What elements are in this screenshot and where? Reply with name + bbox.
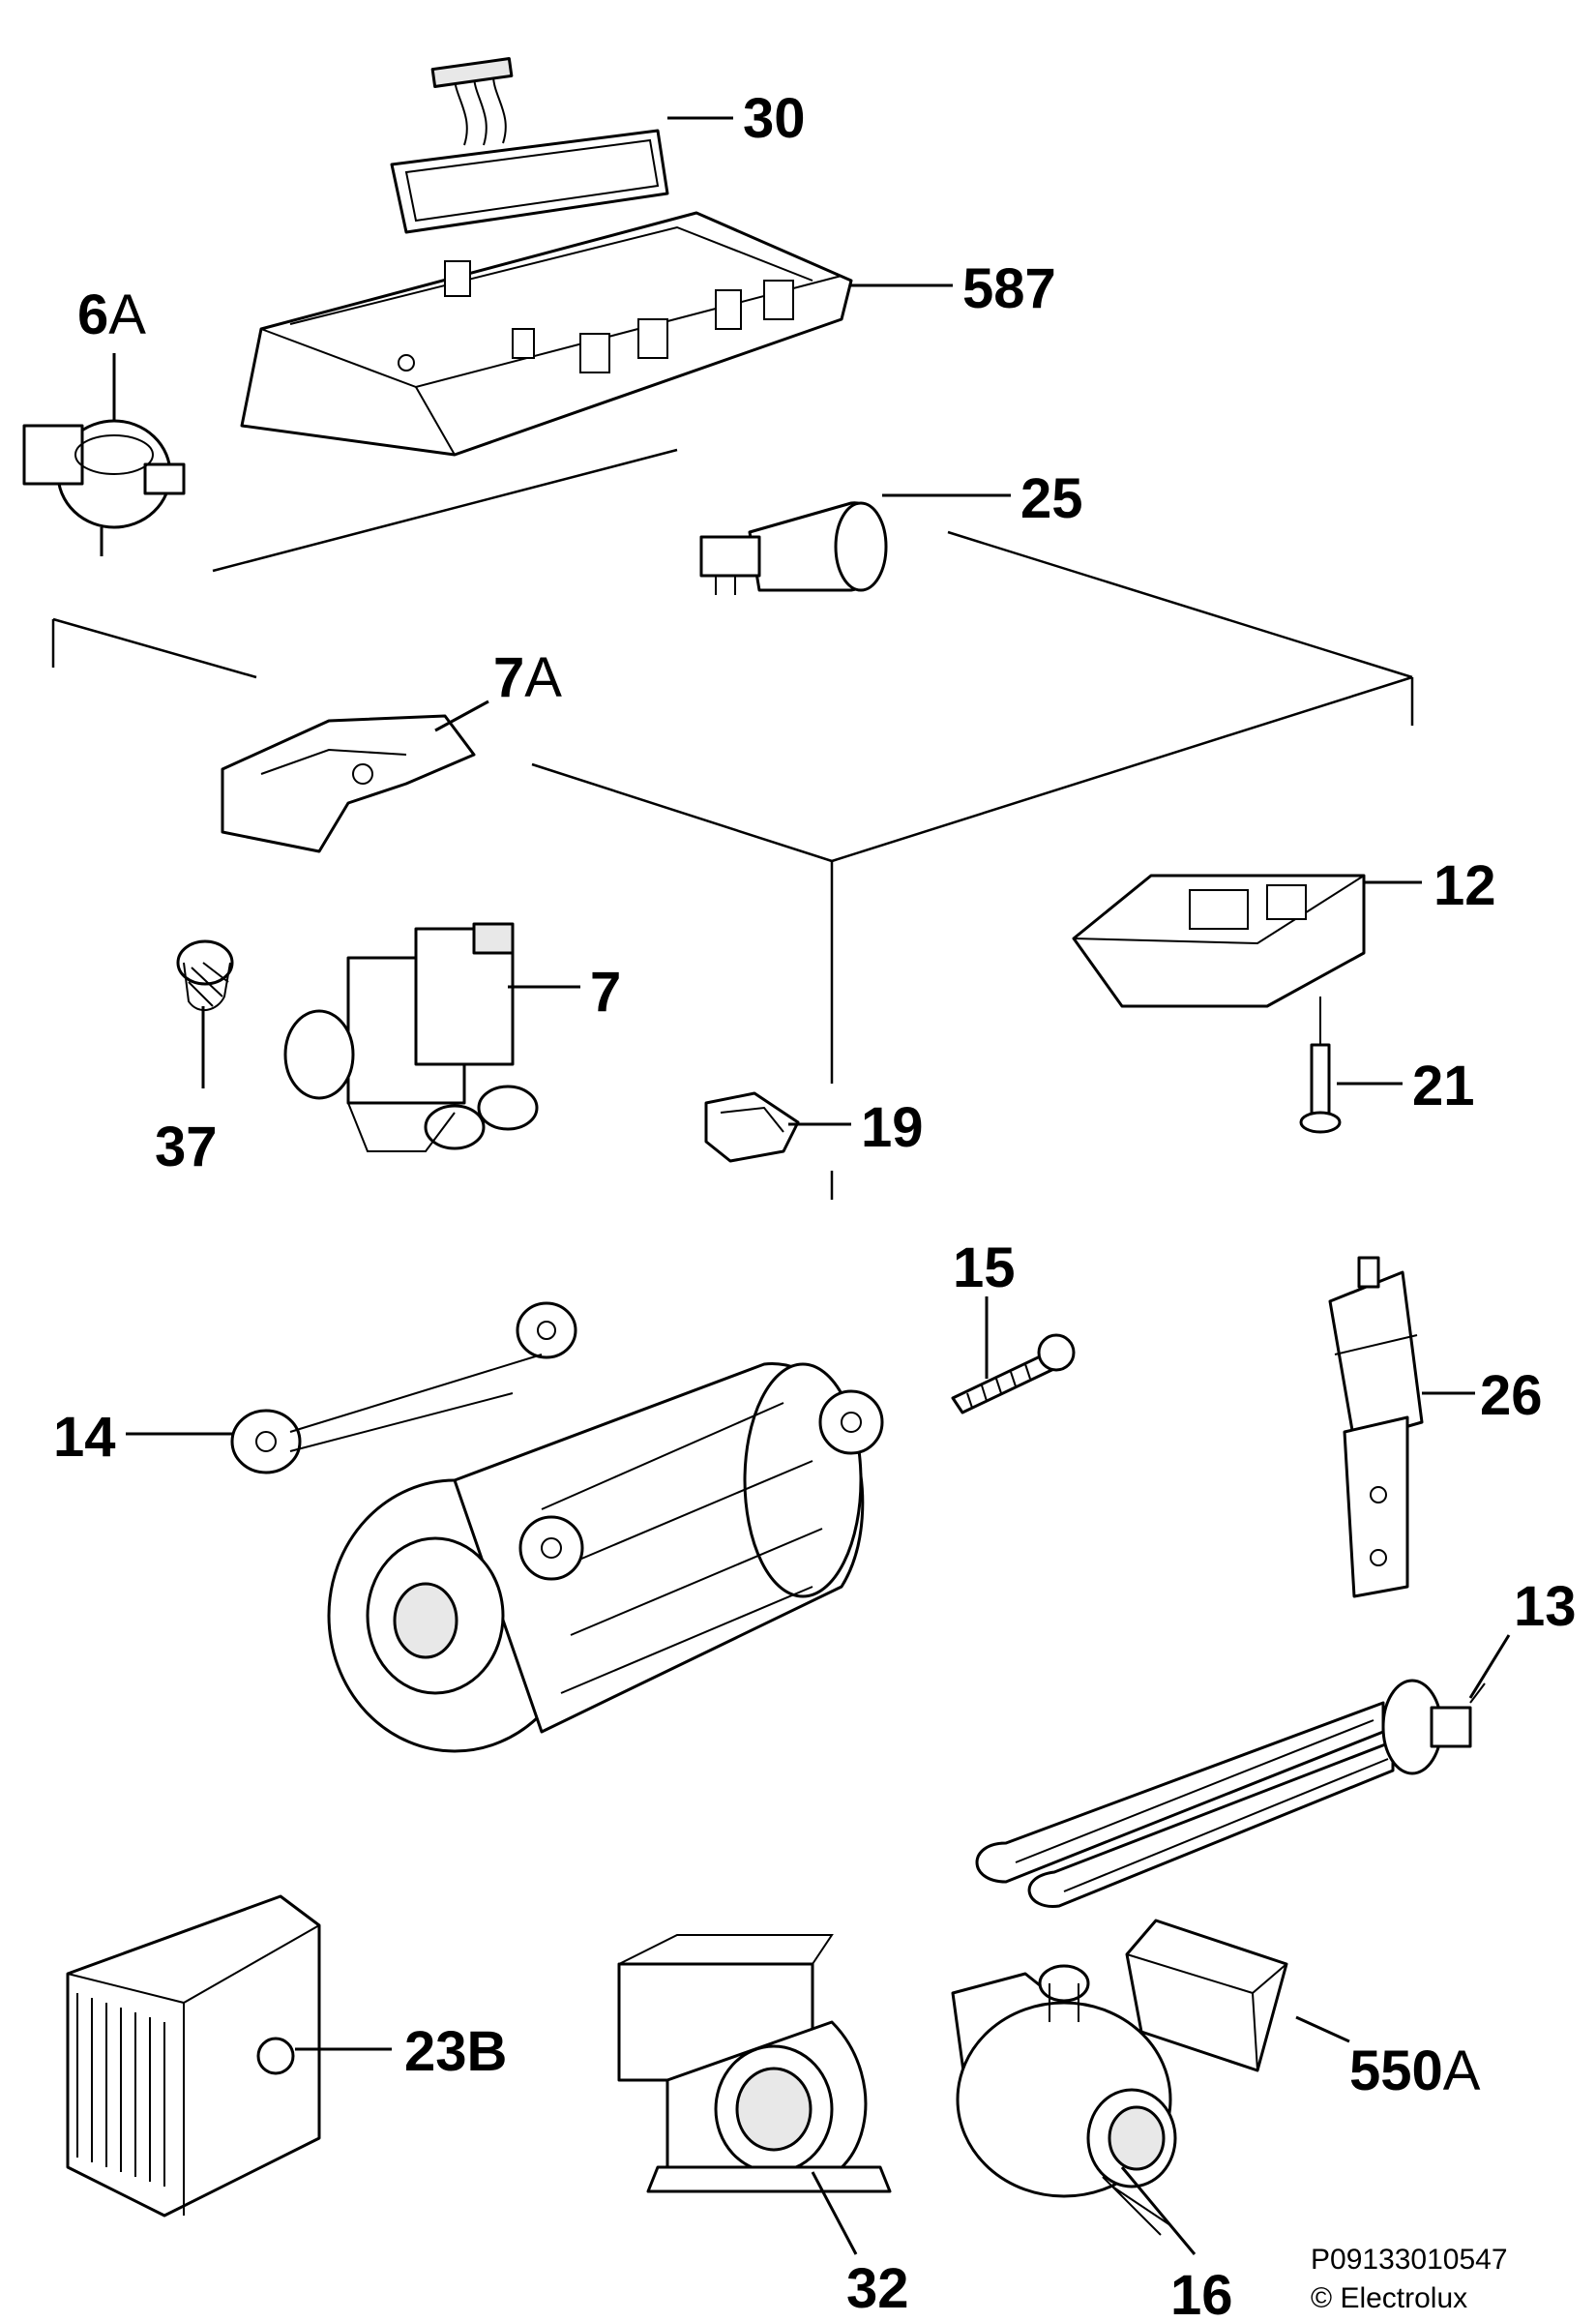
label-32: 32 — [846, 2257, 909, 2320]
part-13-heater — [975, 1634, 1511, 1908]
label-25: 25 — [1020, 467, 1083, 530]
part-30-display-board — [390, 57, 733, 234]
label-587: 587 — [962, 257, 1056, 320]
part-550a-cover — [1125, 1919, 1350, 2072]
label-14: 14 — [53, 1406, 116, 1469]
part-6a-pressure-switch — [22, 353, 186, 556]
label-550a-number: 550 — [1349, 2039, 1443, 2102]
part-21-screw — [1299, 997, 1403, 1134]
part-37-filter — [176, 939, 234, 1088]
label-6a: 6A — [77, 283, 146, 346]
part-7-inlet-valve — [283, 922, 580, 1152]
label-7a-suffix: A — [524, 646, 562, 709]
part-587-electronic-module — [240, 211, 953, 457]
part-14-motor — [126, 1301, 884, 1753]
label-7a: 7A — [493, 646, 562, 709]
part-15-screw — [951, 1296, 1076, 1414]
label-12: 12 — [1433, 854, 1496, 917]
label-15: 15 — [953, 1236, 1016, 1299]
part-16-drain-pump — [951, 1964, 1197, 2255]
label-6a-suffix: A — [108, 283, 146, 346]
label-16: 16 — [1170, 2264, 1233, 2322]
part-7a-bracket — [221, 700, 489, 853]
label-19: 19 — [861, 1096, 924, 1159]
cabinet-outline — [51, 448, 1414, 1200]
label-23b: 23B — [404, 2020, 507, 2083]
label-21: 21 — [1412, 1055, 1475, 1117]
part-23b-control-unit — [66, 1894, 392, 2218]
label-550a: 550A — [1349, 2039, 1481, 2102]
label-37: 37 — [155, 1116, 218, 1178]
part-19-connector — [704, 1091, 851, 1163]
part-12-door-lock — [1072, 874, 1422, 1008]
label-30: 30 — [743, 87, 806, 150]
diagram-code: P09133010547 — [1311, 2244, 1508, 2276]
copyright: © Electrolux — [1311, 2282, 1467, 2314]
part-25-suppressor — [699, 493, 1011, 595]
label-6a-number: 6 — [77, 283, 108, 346]
label-26: 26 — [1480, 1364, 1543, 1427]
part-26-bracket — [1328, 1256, 1475, 1598]
part-32-pump-housing — [617, 1934, 892, 2255]
label-13: 13 — [1514, 1575, 1577, 1638]
label-7: 7 — [590, 961, 621, 1024]
label-550a-suffix: A — [1443, 2039, 1481, 2102]
label-7a-number: 7 — [493, 646, 524, 709]
